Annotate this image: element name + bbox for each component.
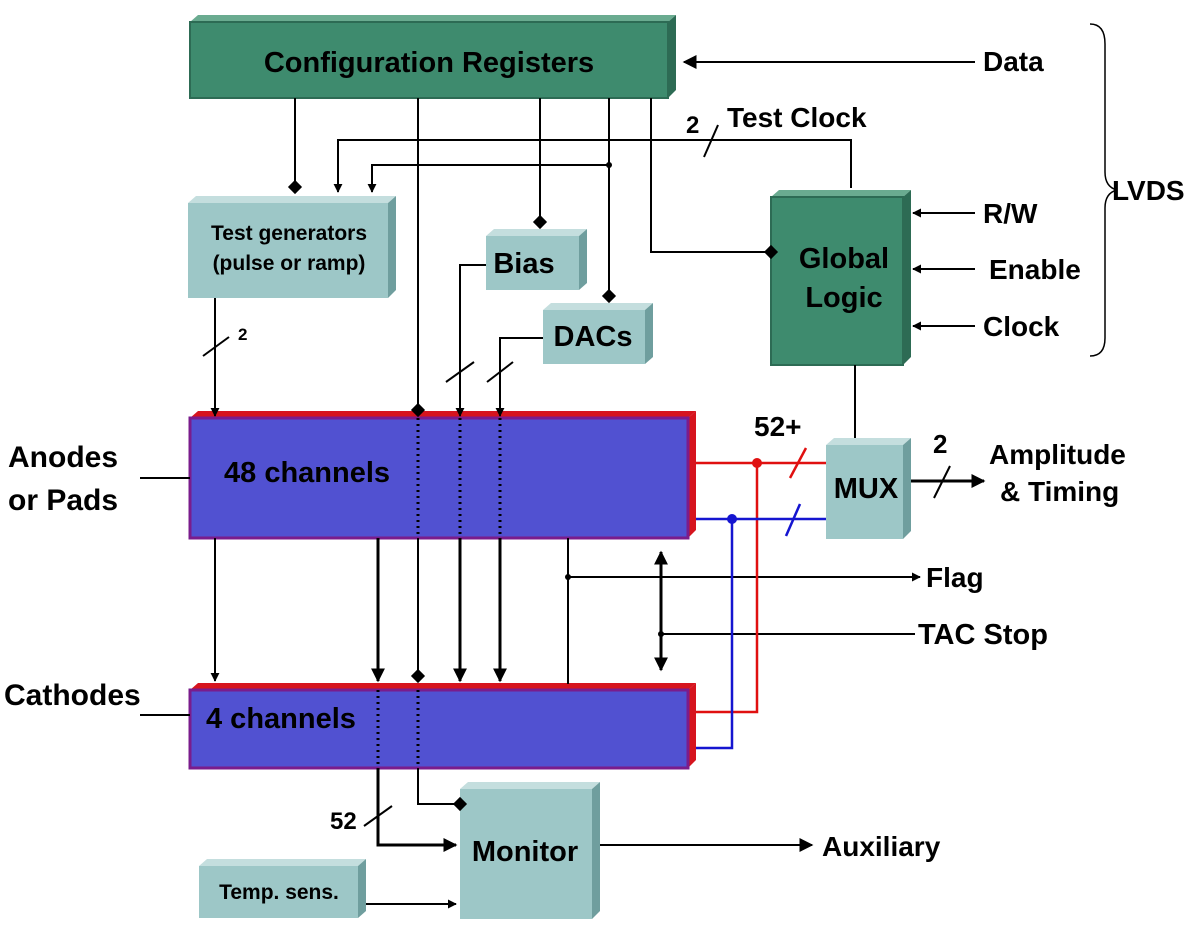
red-bus-return bbox=[696, 463, 759, 714]
junction-dot bbox=[658, 631, 664, 637]
diamond-marker bbox=[601, 288, 617, 304]
config-registers-label: Configuration Registers bbox=[264, 47, 594, 79]
diamond-marker bbox=[532, 214, 548, 230]
channels-48-block: 48 channels bbox=[188, 411, 696, 540]
test-clock-label: Test Clock bbox=[727, 102, 867, 133]
amplitude-label-2: & Timing bbox=[1000, 476, 1119, 507]
mux-out-width: 2 bbox=[933, 429, 947, 459]
bias-ch48-wire bbox=[455, 264, 486, 417]
dacs-block: DACs bbox=[543, 303, 653, 364]
lvds-brace bbox=[1089, 23, 1118, 357]
monitor-block: Monitor bbox=[460, 782, 600, 919]
temp-sens-block: Temp. sens. bbox=[199, 859, 366, 918]
test-generators-label-2: (pulse or ramp) bbox=[213, 252, 366, 275]
diamond-marker bbox=[287, 179, 303, 195]
diamond-marker bbox=[452, 796, 468, 812]
lvds-label: LVDS bbox=[1112, 175, 1185, 206]
clock-label: Clock bbox=[983, 311, 1060, 342]
test-generators-block: Test generators (pulse or ramp) bbox=[188, 196, 396, 298]
ch-monitor-wire bbox=[376, 768, 458, 852]
mux-block: MUX bbox=[826, 438, 911, 539]
enable-label: Enable bbox=[989, 254, 1081, 285]
junction-dot bbox=[727, 514, 737, 524]
flag-label: Flag bbox=[926, 562, 984, 593]
diamond-marker bbox=[763, 244, 779, 260]
amplitude-label-1: Amplitude bbox=[989, 439, 1126, 470]
mux-out-slash bbox=[933, 465, 951, 499]
anodes-label-1: Anodes bbox=[8, 441, 118, 474]
dacs-label: DACs bbox=[554, 321, 633, 353]
auxiliary-label: Auxiliary bbox=[822, 831, 941, 862]
channels-4-block: 4 channels bbox=[188, 683, 696, 770]
testgen-slash bbox=[202, 336, 230, 357]
blue-slash bbox=[784, 503, 802, 537]
test-generators-label-1: Test generators bbox=[211, 222, 367, 245]
cfg-monitor-wire bbox=[417, 768, 460, 805]
junction-dot bbox=[752, 458, 762, 468]
global-logic-label-1: Global bbox=[799, 243, 889, 275]
cathodes-label: Cathodes bbox=[4, 679, 141, 712]
test-clock-slash bbox=[703, 124, 719, 158]
data-label: Data bbox=[983, 46, 1044, 77]
dac-testgen-wire bbox=[367, 164, 609, 193]
tac-stop-label: TAC Stop bbox=[918, 619, 1048, 651]
bias-slash bbox=[445, 361, 475, 383]
temp-sens-label: Temp. sens. bbox=[219, 881, 339, 904]
anodes-label-2: or Pads bbox=[8, 484, 118, 517]
diamond-marker bbox=[410, 668, 426, 684]
dacs-ch48-wire bbox=[495, 337, 543, 417]
channels-48-label: 48 channels bbox=[224, 457, 390, 489]
rw-label: R/W bbox=[983, 198, 1038, 229]
global-logic-block: Global Logic bbox=[770, 190, 911, 366]
mux-in-width: 52+ bbox=[754, 411, 802, 442]
global-logic-label-2: Logic bbox=[805, 282, 882, 314]
dacs-slash bbox=[486, 361, 514, 383]
test-clock-width: 2 bbox=[686, 112, 699, 139]
testgen-width: 2 bbox=[238, 325, 247, 344]
cfg-global-wire bbox=[650, 98, 771, 253]
blue-bus-return bbox=[696, 519, 734, 750]
bias-block: Bias bbox=[486, 229, 587, 290]
test-clock-wire bbox=[333, 139, 852, 193]
config-registers-block: Configuration Registers bbox=[189, 15, 676, 99]
junction-dot bbox=[565, 574, 571, 580]
diamond-marker bbox=[410, 402, 426, 418]
red-slash bbox=[788, 447, 808, 479]
bias-label: Bias bbox=[493, 248, 554, 280]
monitor-width: 52 bbox=[330, 808, 357, 835]
channels-4-label: 4 channels bbox=[206, 703, 356, 735]
mux-label: MUX bbox=[834, 473, 899, 505]
monitor-label: Monitor bbox=[472, 836, 578, 868]
monitor-slash bbox=[363, 805, 393, 827]
